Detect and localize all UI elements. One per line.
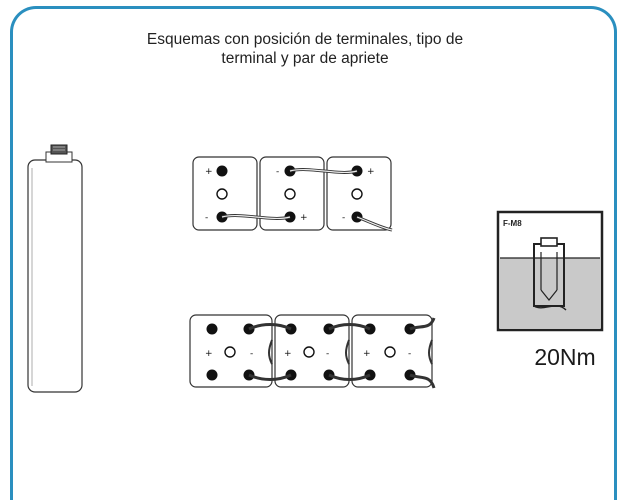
title-line-1: Esquemas con posición de terminales, tip… [146, 31, 464, 48]
title-line-2: terminal y par de apriete [221, 50, 389, 67]
polarity-minus: - [205, 213, 208, 223]
polarity-plus: + [205, 167, 213, 177]
terminal-type-label: F-M8 [503, 219, 522, 228]
terminal-detail: F-M8 [496, 210, 604, 332]
vent [284, 188, 296, 200]
torque-value: 20Nm [534, 344, 596, 370]
polarity-minus: - [276, 167, 279, 177]
vent [351, 188, 363, 200]
top-view-three-cells-double-terminals: + - + - + - [189, 314, 436, 389]
terminal [216, 165, 228, 177]
polarity-minus: - [408, 349, 411, 359]
polarity-plus: + [363, 349, 371, 359]
battery-cell-side-view [27, 144, 83, 393]
polarity-plus: + [284, 349, 292, 359]
diagram-frame [10, 6, 617, 500]
polarity-plus: + [205, 349, 213, 359]
top-view-three-cells: + - - + + - [192, 156, 393, 232]
polarity-minus: - [342, 213, 345, 223]
polarity-plus: + [300, 213, 308, 223]
diagram-title: Esquemas con posición de terminales, tip… [80, 30, 530, 68]
polarity-plus: + [367, 167, 375, 177]
vent [216, 188, 228, 200]
terminal-body [500, 258, 600, 328]
polarity-minus: - [250, 349, 253, 359]
polarity-minus: - [326, 349, 329, 359]
